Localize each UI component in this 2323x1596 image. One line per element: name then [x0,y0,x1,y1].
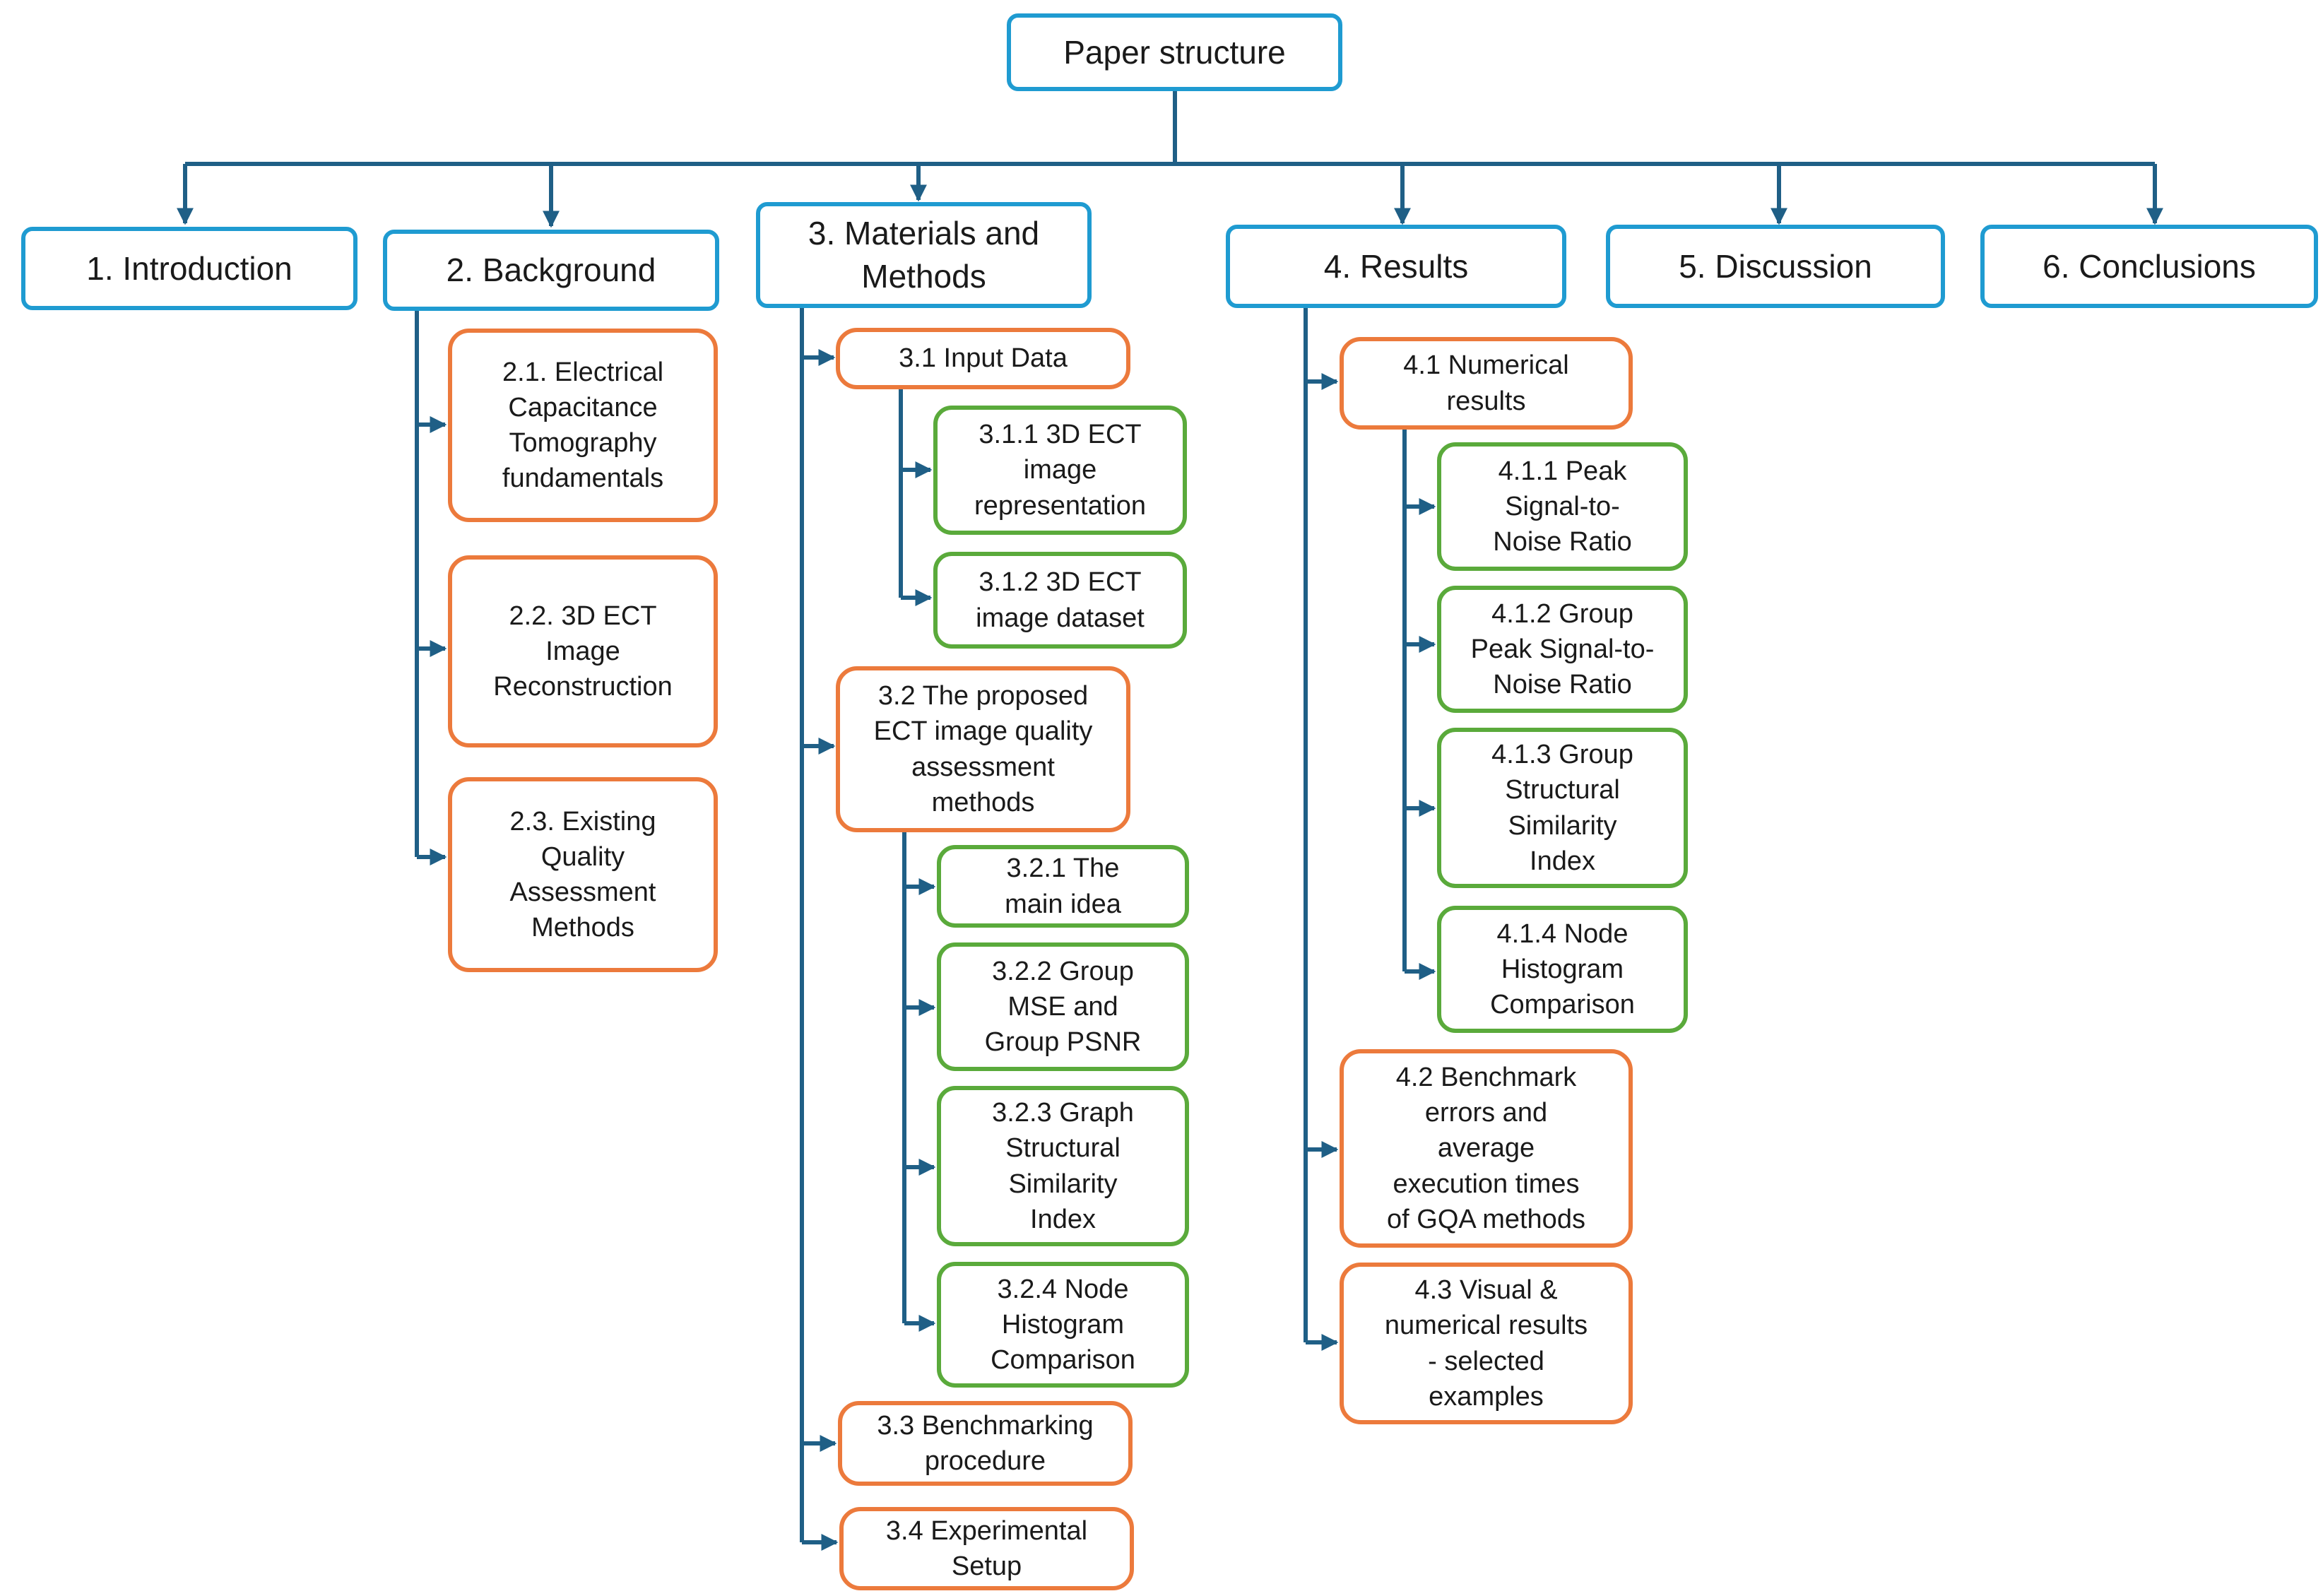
paper-structure-node: Paper structure [1007,13,1342,91]
node-label: 4.2 Benchmark errors and average executi… [1387,1063,1585,1234]
subsection-3-2-2-node: 3.2.2 Group MSE and Group PSNR [937,942,1189,1071]
conclusions-node: 6. Conclusions [1980,225,2318,308]
subsection-3-2-1-node: 3.2.1 The main idea [937,845,1189,928]
results-node: 4. Results [1226,225,1566,308]
subsection-4-1-1-node: 4.1.1 Peak Signal-to- Noise Ratio [1437,442,1688,571]
node-label: 3. Materials and Methods [808,215,1040,295]
subsection-4-1-4-node: 4.1.4 Node Histogram Comparison [1437,906,1688,1033]
subsection-4-1-2-node: 4.1.2 Group Peak Signal-to- Noise Ratio [1437,586,1688,713]
node-label: 4.1.2 Group Peak Signal-to- Noise Ratio [1470,598,1655,700]
node-label: 3.1.2 3D ECT image dataset [976,567,1145,633]
subsection-3-4-node: 3.4 Experimental Setup [839,1507,1134,1590]
subsection-2-1-node: 2.1. Electrical Capacitance Tomography f… [448,329,718,522]
node-label: 4. Results [1323,247,1469,285]
materials-and-methods-node: 3. Materials and Methods [756,202,1092,308]
discussion-node: 5. Discussion [1606,225,1945,308]
node-label: 2.2. 3D ECT Image Reconstruction [493,601,673,702]
node-label: 1. Introduction [86,249,292,287]
subsection-3-3-node: 3.3 Benchmarking procedure [838,1401,1133,1486]
subsection-2-3-node: 2.3. Existing Quality Assessment Methods [448,777,718,972]
subsection-3-2-4-node: 3.2.4 Node Histogram Comparison [937,1262,1189,1388]
node-label: 4.1.4 Node Histogram Comparison [1490,918,1635,1020]
subsection-4-1-node: 4.1 Numerical results [1340,337,1633,430]
node-label: 2.3. Existing Quality Assessment Methods [509,806,656,943]
subsection-4-3-node: 4.3 Visual & numerical results - selecte… [1340,1263,1633,1424]
background-node: 2. Background [383,230,719,311]
introduction-node: 1. Introduction [21,227,357,310]
node-label: 4.1 Numerical results [1403,350,1569,416]
node-label: 3.4 Experimental Setup [885,1515,1088,1581]
subsection-3-2-3-node: 3.2.3 Graph Structural Similarity Index [937,1086,1189,1246]
node-label: 6. Conclusions [2043,247,2256,285]
node-label: 3.2.1 The main idea [1005,853,1121,919]
subsection-3-1-node: 3.1 Input Data [836,328,1130,389]
node-label: 5. Discussion [1679,247,1872,285]
node-label: 3.2.2 Group MSE and Group PSNR [984,956,1142,1058]
node-label: 3.1.1 3D ECT image representation [974,420,1146,521]
node-label: 3.2.3 Graph Structural Similarity Index [992,1098,1134,1234]
node-label: 3.2 The proposed ECT image quality asses… [873,681,1093,817]
subsection-3-2-node: 3.2 The proposed ECT image quality asses… [836,666,1130,832]
subsection-4-2-node: 4.2 Benchmark errors and average executi… [1340,1049,1633,1248]
node-label: 2.1. Electrical Capacitance Tomography f… [502,357,664,494]
node-label: 3.2.4 Node Histogram Comparison [991,1274,1135,1376]
node-label: 3.3 Benchmarking procedure [877,1410,1094,1476]
subsection-3-1-1-node: 3.1.1 3D ECT image representation [933,406,1187,535]
subsection-4-1-3-node: 4.1.3 Group Structural Similarity Index [1437,728,1688,888]
node-label: Paper structure [1063,33,1286,71]
subsection-2-2-node: 2.2. 3D ECT Image Reconstruction [448,555,718,747]
node-label: 4.1.1 Peak Signal-to- Noise Ratio [1493,456,1632,557]
node-label: 4.3 Visual & numerical results - selecte… [1384,1275,1588,1412]
node-label: 3.1 Input Data [899,343,1068,374]
subsection-3-1-2-node: 3.1.2 3D ECT image dataset [933,552,1187,649]
node-label: 2. Background [446,252,656,289]
node-label: 4.1.3 Group Structural Similarity Index [1491,740,1633,876]
